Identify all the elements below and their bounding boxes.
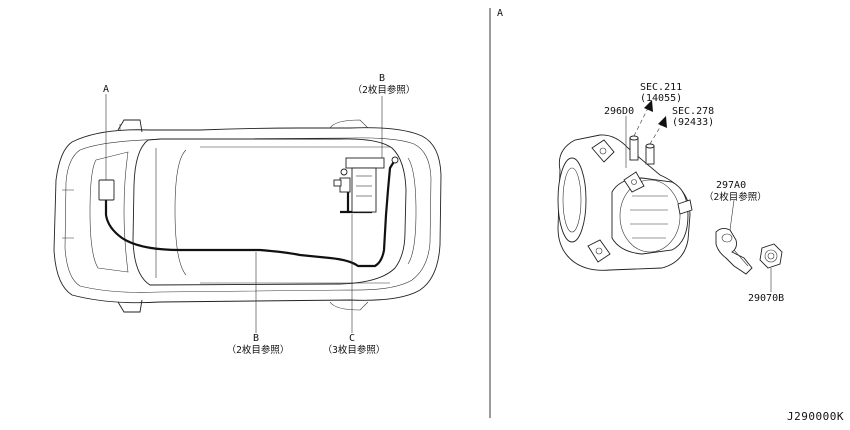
hose-297a0 <box>715 227 753 275</box>
callout-c-letter: C <box>349 333 355 344</box>
vehicle-top-view <box>53 119 442 313</box>
pipe-direction-arrows <box>633 100 667 145</box>
nut-29070b <box>759 243 783 269</box>
part-297a0-note: （2枚目参照） <box>704 191 767 203</box>
arrow-up-icon <box>658 116 667 128</box>
sec-211-label: SEC.211 <box>640 82 682 93</box>
part-297a0-label: 297A0 <box>716 180 746 191</box>
callout-c-note: （3枚目参照） <box>323 344 386 356</box>
leader-297a0 <box>729 199 735 231</box>
callout-a-letter: A <box>103 84 109 95</box>
sec-278-label: SEC.278 <box>672 106 714 117</box>
part-29070b-label: 29070B <box>748 293 784 304</box>
sensor-component-a <box>98 179 115 205</box>
diagram-code: J290000K <box>787 410 844 423</box>
section-letter: A <box>497 8 503 19</box>
sec-211-sub: (14055) <box>640 93 682 104</box>
pump-assembly-296d0 <box>557 134 693 271</box>
rear-module-cluster <box>333 156 399 213</box>
part-296d0-label: 296D0 <box>604 106 634 117</box>
callout-b-top-note: （2枚目参照） <box>353 84 416 96</box>
callout-b-bottom-note: （2枚目参照） <box>227 344 290 356</box>
callout-b-top-letter: B <box>379 73 385 84</box>
arrow-up-icon <box>644 100 653 112</box>
sec-278-sub: (92433) <box>672 117 714 128</box>
callout-b-bottom-letter: B <box>253 333 259 344</box>
